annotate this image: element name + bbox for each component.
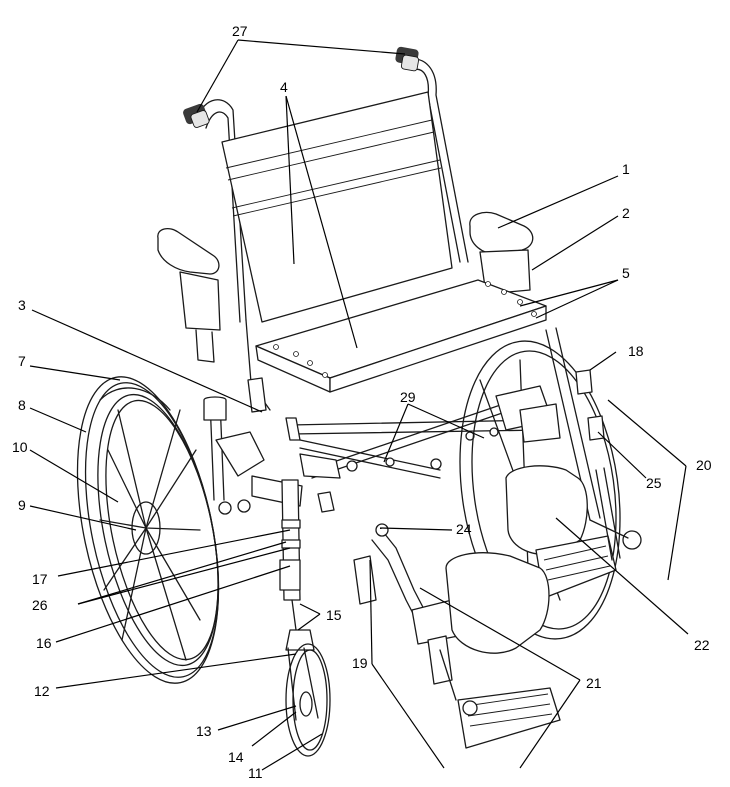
callout-11: 11	[248, 765, 263, 781]
callout-10: 10	[12, 439, 28, 455]
right-hand-grip	[395, 46, 420, 72]
callout-29: 29	[400, 389, 416, 405]
callout-16: 16	[36, 635, 52, 651]
right-side-frame	[495, 327, 642, 550]
callout-20: 20	[696, 457, 712, 473]
left-hand-grip	[183, 103, 210, 128]
callout-25: 25	[646, 475, 662, 491]
callout-21: 21	[586, 675, 602, 691]
backrest-frame	[195, 58, 469, 323]
callout-3: 3	[18, 297, 26, 313]
callout-2: 2	[622, 205, 630, 221]
seat	[255, 279, 547, 393]
callout-8: 8	[18, 397, 26, 413]
caster-wheel	[285, 629, 331, 757]
leader-lines	[29, 39, 689, 771]
callout-13: 13	[196, 723, 212, 739]
right-armrest	[469, 211, 534, 295]
callout-22: 22	[694, 637, 710, 653]
callout-17: 17	[32, 571, 48, 587]
callout-18: 18	[628, 343, 644, 359]
callout-7: 7	[18, 353, 26, 369]
callout-4: 4	[280, 79, 288, 95]
left-armrest	[157, 227, 221, 363]
push-handle-grips	[183, 46, 420, 128]
front-footrest	[353, 523, 561, 749]
cross-brace-frame	[285, 399, 543, 479]
callout-19: 19	[352, 655, 368, 671]
callout-15: 15	[326, 607, 342, 623]
callout-24: 24	[456, 521, 472, 537]
callout-9: 9	[18, 497, 26, 513]
callout-26: 26	[32, 597, 48, 613]
callout-1: 1	[622, 161, 630, 177]
callout-14: 14	[228, 749, 244, 765]
callout-27: 27	[232, 23, 248, 39]
callout-5: 5	[622, 265, 630, 281]
callout-12: 12	[34, 683, 50, 699]
rear-wheel	[76, 376, 220, 684]
caster-stem	[279, 479, 301, 631]
